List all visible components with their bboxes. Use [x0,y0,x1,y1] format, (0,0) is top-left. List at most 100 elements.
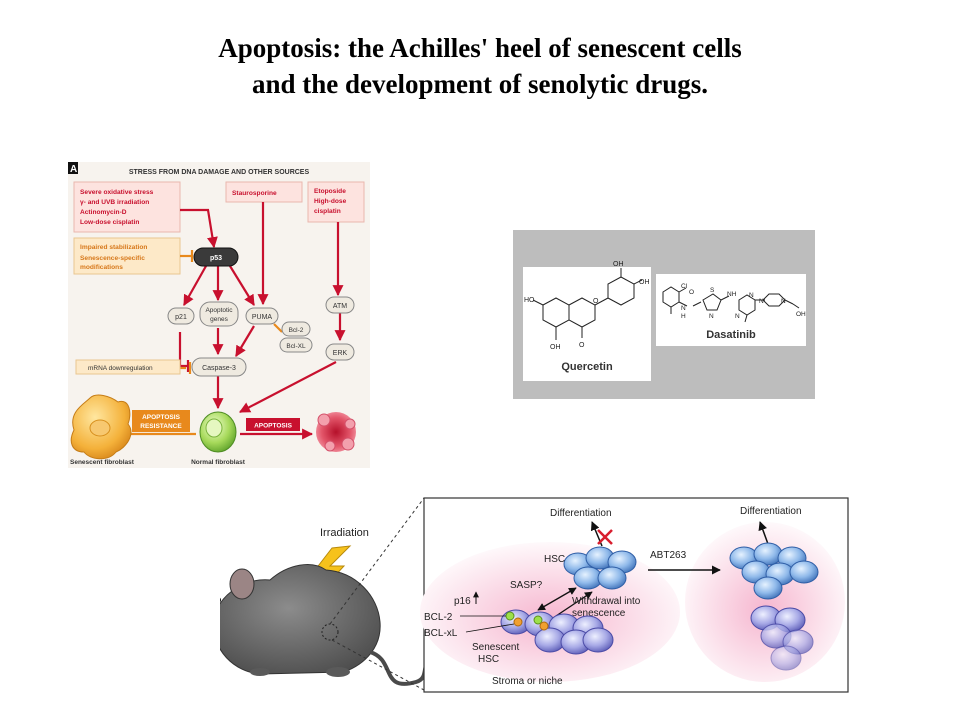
slide-title-line1: Apoptosis: the Achilles' heel of senesce… [218,33,742,63]
slide-title: Apoptosis: the Achilles' heel of senesce… [0,30,960,102]
dasatinib-n5: N [759,298,764,305]
differentiation-left-label: Differentiation [550,508,612,519]
stress-box-3 [307,181,365,223]
inhibition-bcl2-puma [273,323,283,333]
zoom-line-top [329,497,425,625]
dasatinib-structure [662,286,800,323]
stress-box-1 [73,181,181,233]
arrow-p53-to-p21 [183,265,207,306]
apoptosis-label: APOPTOSIS [254,423,292,430]
caspase3-label: Caspase-3 [202,365,236,372]
sasp-label: SASP? [510,580,543,591]
dasatinib-n3: N [749,292,754,299]
stress-box-1-line-3: Actinomycin-D [80,209,127,216]
dasatinib-n6: N [781,298,786,305]
senolytic-drugs-panel: OH OH HO OH O O Quercetin Cl N H O S N N… [513,230,815,399]
quercetin-structure [532,268,643,340]
p16-label: p16 [454,596,471,607]
lower-hsc-cluster [750,605,814,671]
normal-nucleus [205,418,223,438]
dasatinib-cl: Cl [681,283,688,290]
rejuvenated-hsc-cluster [729,542,819,600]
apoptotic-bleb-2 [344,418,356,430]
atm-node [325,296,355,314]
senescent-hsc-label-line2: HSC [478,654,499,665]
bcl2-protein-dot [505,611,515,621]
panel-letter: A [70,164,77,175]
differentiation-right-label: Differentiation [740,506,802,517]
atm-label: ATM [333,303,347,310]
dasatinib-h1: H [681,313,686,320]
mouse-tail [369,650,433,686]
inhibit-box [73,237,181,275]
withdrawal-label-line2: senescence [572,608,626,619]
abt263-label: ABT263 [650,550,687,561]
p21-node [167,307,195,325]
inhibit-box-line-3: modifications [80,264,123,271]
hsc-senolysis-figure: Irradiation Differentiation Differentiat… [220,497,849,693]
apoptosis-box [246,418,300,431]
stress-box-1-line-2: γ- and UVB irradiation [80,199,149,206]
mouse-front-foot [250,668,270,676]
apoptotic-genes-node [199,301,239,327]
apoptotic-bleb-3 [324,440,336,452]
restored-differentiation-arrow [758,521,769,545]
bclxl-label: Bcl-XL [286,343,306,350]
mouse-ear [229,568,255,600]
senescent-fibroblast-label: Senescent fibroblast [70,459,135,466]
bcl2-node [281,321,311,337]
slide-title-line2: and the development of senolytic drugs. [251,69,708,99]
dasatinib-n1: N [681,305,686,312]
bclxl-label: BCL-xL [424,628,458,639]
erk-label: ERK [333,350,348,357]
quercetin-o-bottom: O [579,342,585,349]
dasatinib-n2: N [709,313,714,320]
quercetin-ho-left: HO [524,297,535,304]
apoptotic-bleb-1 [317,413,331,427]
quercetin-oh-top2: OH [639,279,650,286]
inhibit-box-line-2: Senescence-specific [80,255,145,262]
stress-box-2-line-1: Staurosporine [232,190,277,197]
mrna-box [75,359,181,375]
dasatinib-s1: S [710,287,715,294]
mrna-label: mRNA downregulation [88,365,153,372]
quercetin-o-ring: O [593,298,599,305]
dasatinib-oh: OH [796,311,806,318]
dasatinib-name: Dasatinib [706,329,756,341]
hsc-label: HSC [544,554,565,565]
stress-box-1-line-1: Severe oxidative stress [80,189,154,196]
bclxl-node [279,337,313,353]
apoptosis-resistance-box [132,410,190,432]
hsc-cluster [563,546,637,590]
bcl2-label: Bcl-2 [289,327,304,334]
arrow-erk-to-cell [239,361,337,413]
p53-label: p53 [210,255,222,262]
puma-node [245,307,279,325]
inhibit-box-line-1: Impaired stabilization [80,244,147,251]
apoptosis-pathway-figure: A STRESS FROM DNA DAMAGE AND OTHER SOURC… [68,162,370,468]
quercetin-name: Quercetin [561,361,613,373]
arrow-p53-to-puma [229,265,255,306]
bclxl-pointer-line [465,623,515,633]
irradiation-label: Irradiation [320,527,369,539]
bcl2-label: BCL-2 [424,612,453,623]
arrow-stress-to-p53 [180,208,218,249]
senescent-hsc-label-line1: Senescent [472,642,519,653]
dasatinib-n4: N [735,313,740,320]
apoptotic-bleb-4 [341,437,355,451]
apoptotic-genes-label-1: Apoptotic [205,307,233,314]
senescent-hsc-cluster [500,609,614,655]
quercetin-oh-top1: OH [613,261,624,268]
senescent-nucleus [89,419,111,437]
apoptotic-genes-label-2: genes [210,316,228,323]
p53-node [193,247,239,267]
puma-label: PUMA [252,314,273,321]
withdrawal-label-line1: Withdrawal into [572,596,641,607]
bclxl-protein-dot-2 [539,621,549,631]
sasp-arrow [537,587,577,611]
bcl2-protein-dot-2 [533,615,543,625]
normal-fibroblast-label: Normal fibroblast [191,459,246,466]
erk-node [325,343,355,361]
p21-label: p21 [175,314,187,321]
apoptosis-resistance-line-1: APOPTOSIS [142,414,180,421]
